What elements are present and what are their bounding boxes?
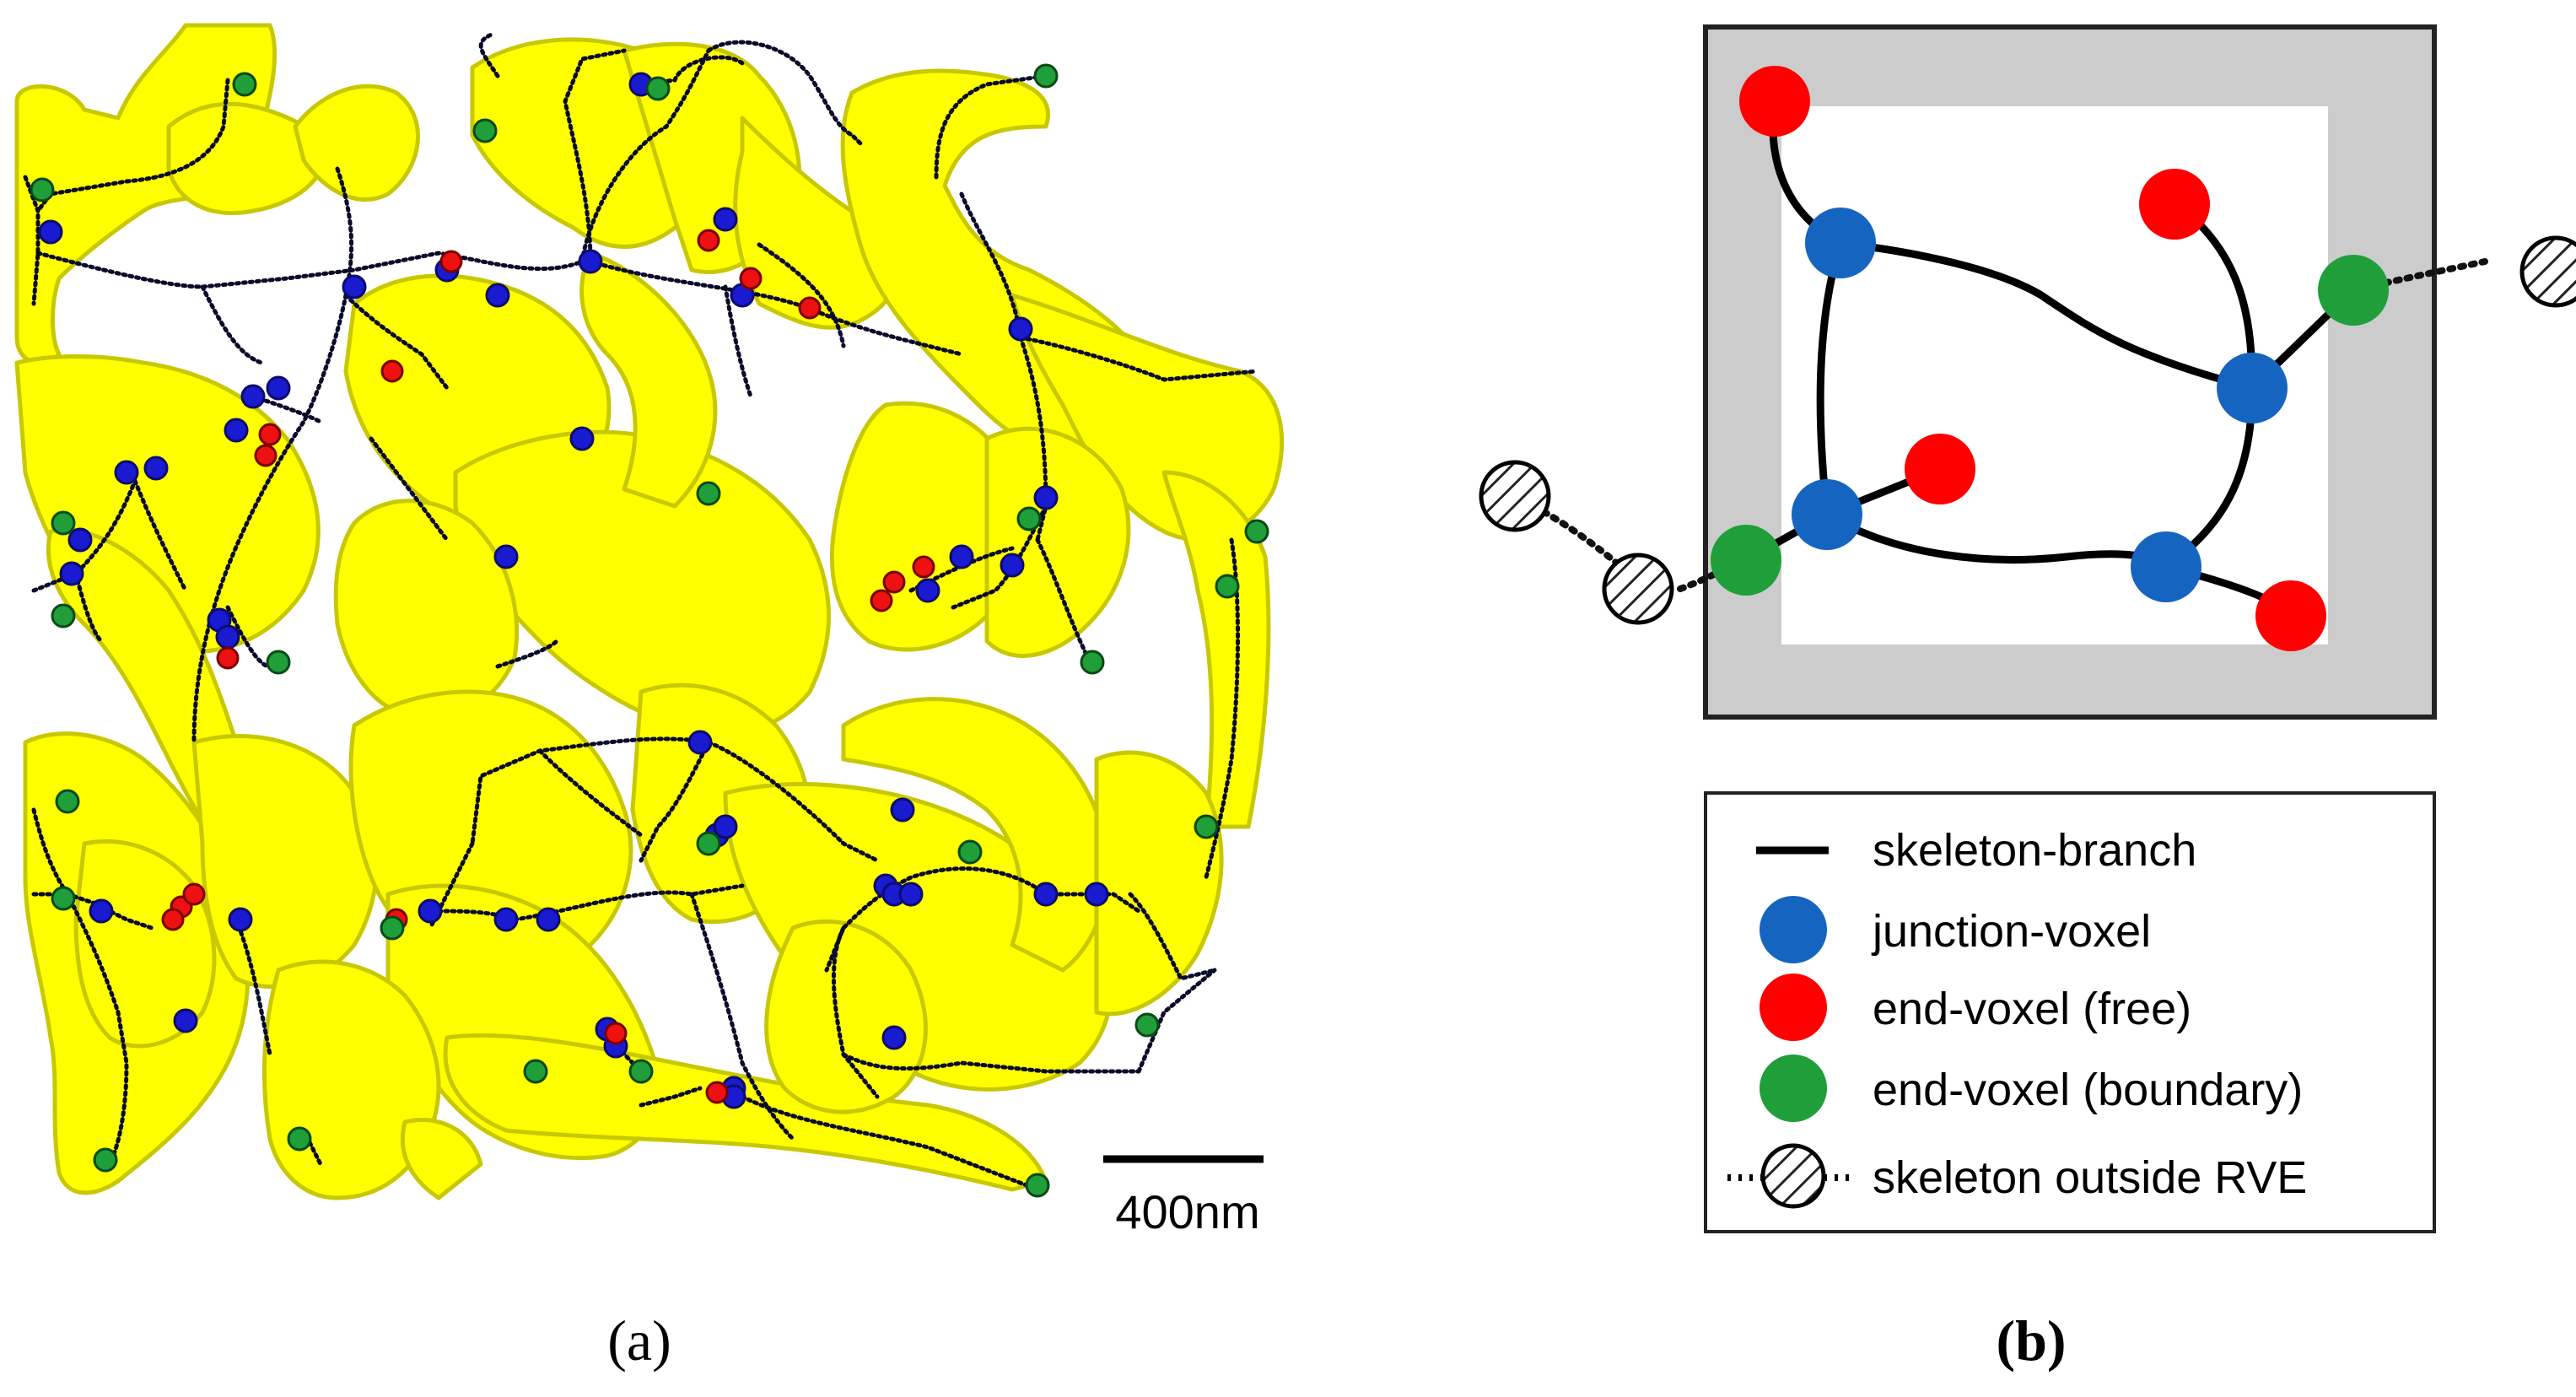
end-voxels-boundary-b: [1711, 255, 2389, 596]
panel-a: 400nm (a): [14, 23, 1285, 1373]
legend-boundary-end-label: end-voxel (boundary): [1873, 1065, 2303, 1115]
legend-outside-label: skeleton outside RVE: [1873, 1152, 2307, 1203]
legend-junction-symbol: [1760, 896, 1827, 963]
panel-a-label: (a): [607, 1308, 671, 1373]
boundary-end-voxels-a: [30, 63, 1269, 1198]
panel-b: skeleton-branch junction-voxel end-voxel…: [1479, 24, 2576, 1373]
outside-skeleton-nodes: [1479, 235, 2576, 625]
material-microstructure: [14, 23, 1285, 1200]
legend-free-end-label: end-voxel (free): [1873, 984, 2191, 1034]
end-voxels-free-b: [1739, 66, 2326, 651]
legend-boundary-end-symbol: [1760, 1054, 1827, 1122]
legend-box: [1704, 791, 2436, 1233]
free-end-voxels-a: [161, 229, 935, 1104]
legend-free-end-symbol: [1760, 974, 1827, 1041]
scale-bar: 400nm: [1103, 1155, 1264, 1238]
scale-bar-label: 400nm: [1115, 1185, 1259, 1238]
legend-junction-label: junction-voxel: [1871, 906, 2151, 957]
panel-b-label: (b): [1996, 1308, 2066, 1373]
legend-branch-label: skeleton-branch: [1873, 825, 2196, 876]
junction-voxels-b: [1792, 208, 2288, 602]
legend: skeleton-branch junction-voxel end-voxel…: [1704, 791, 2436, 1233]
legend-outside-symbol: [1760, 1143, 1826, 1209]
